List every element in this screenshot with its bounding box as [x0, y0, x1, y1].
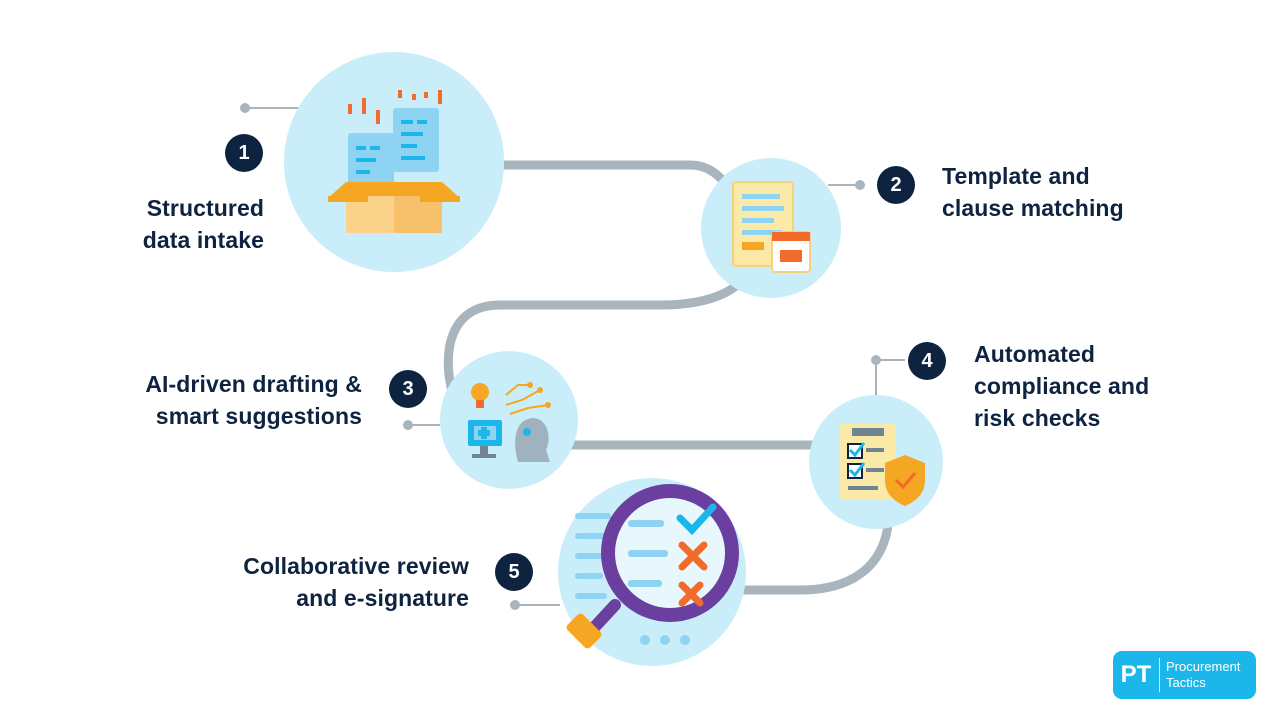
step-label-line: AI-driven drafting &: [145, 371, 362, 397]
step-number-3: 3: [389, 370, 427, 408]
step-label-4: Automated compliance and risk checks: [974, 338, 1149, 434]
procurement-tactics-logo: PT Procurement Tactics: [1113, 651, 1256, 699]
step-label-line: risk checks: [974, 405, 1101, 431]
ai-head-icon: [440, 351, 578, 489]
step-label-line: Template and: [942, 163, 1090, 189]
logo-word: Procurement: [1166, 659, 1241, 674]
step-label-line: compliance and: [974, 373, 1150, 399]
magnifier-check-icon: [558, 478, 746, 666]
step-label-1: Structured data intake: [143, 192, 264, 256]
step-label-line: Collaborative review: [243, 553, 469, 579]
step-label-line: and e-signature: [296, 585, 469, 611]
data-box-icon: [284, 52, 504, 272]
step-label-5: Collaborative review and e-signature: [243, 550, 469, 614]
step-number-4: 4: [908, 342, 946, 380]
step-number-1: 1: [225, 134, 263, 172]
logo-mark: PT: [1113, 658, 1160, 692]
logo-wordmark: Procurement Tactics: [1160, 659, 1240, 691]
step-label-line: clause matching: [942, 195, 1124, 221]
step-label-line: Automated: [974, 341, 1096, 367]
step-label-line: data intake: [142, 227, 264, 253]
step-number-2: 2: [877, 166, 915, 204]
step-number-5: 5: [495, 553, 533, 591]
step-label-line: Structured: [146, 195, 264, 221]
document-template-icon: [701, 158, 841, 298]
step-label-line: smart suggestions: [155, 403, 362, 429]
step-label-2: Template and clause matching: [942, 160, 1124, 224]
step-label-3: AI-driven drafting & smart suggestions: [145, 368, 362, 432]
checklist-shield-icon: [809, 395, 943, 529]
logo-word: Tactics: [1166, 675, 1206, 690]
leader-dots: [240, 103, 881, 610]
